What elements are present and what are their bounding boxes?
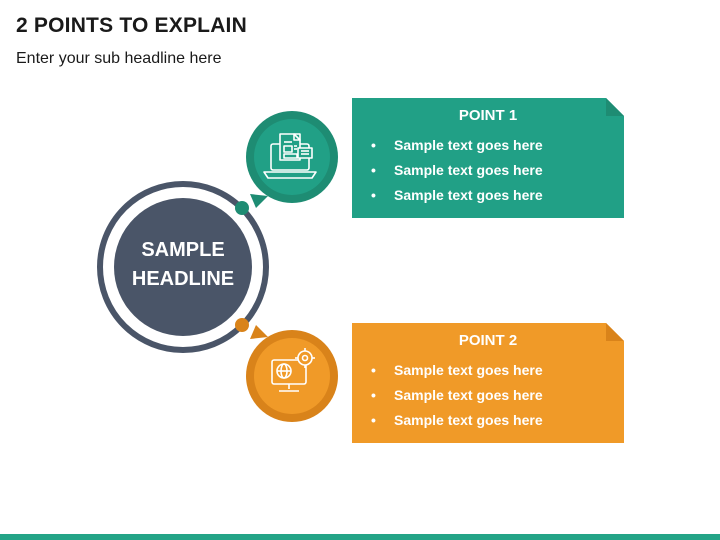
connector-dot-2	[235, 318, 249, 332]
point2-box-shape	[352, 323, 624, 443]
list-item-text: Sample text goes here	[394, 162, 543, 178]
point2-title: POINT 2	[458, 332, 518, 349]
point2-box: POINT 2 • Sample text goes here • Sample t…	[352, 323, 624, 443]
bottom-accent-bar	[0, 534, 720, 540]
bullet-icon: •	[371, 387, 376, 403]
bullet-icon: •	[371, 412, 376, 428]
point1-title: POINT 1	[458, 107, 518, 124]
point2-icon-bubble	[246, 325, 338, 422]
center-headline-line2: HEADLINE	[131, 268, 235, 290]
list-item-text: Sample text goes here	[394, 362, 543, 378]
list-item: • Sample text goes here	[369, 161, 543, 186]
list-item: • Sample text goes here	[369, 361, 543, 386]
bullet-icon: •	[371, 187, 376, 203]
center-headline: SAMPLE HEADLINE	[118, 236, 248, 294]
list-item-text: Sample text goes here	[394, 412, 543, 428]
connector-dot-1	[235, 201, 249, 215]
list-item-text: Sample text goes here	[394, 137, 543, 153]
point2-list: • Sample text goes here • Sample text goes…	[369, 361, 543, 436]
list-item: • Sample text goes here	[369, 136, 543, 161]
center-circle	[114, 198, 252, 336]
page-subtitle: Enter your sub headline here	[16, 50, 222, 67]
list-item-text: Sample text goes here	[394, 187, 543, 203]
bullet-icon: •	[371, 162, 376, 178]
center-headline-line1: SAMPLE	[141, 239, 225, 261]
monitor-globe-gear-icon	[271, 348, 315, 392]
page-title: 2 POINTS TO EXPLAIN	[16, 14, 247, 37]
point1-list: • Sample text goes here • Sample text goes…	[369, 136, 543, 211]
bullet-icon: •	[371, 137, 376, 153]
center-outer-ring	[97, 181, 269, 353]
list-item: • Sample text goes here	[369, 386, 543, 411]
point1-box: POINT 1 • Sample text goes here • Sample t…	[352, 98, 624, 218]
list-item: • Sample text goes here	[369, 186, 543, 211]
point1-box-shape	[352, 98, 624, 218]
laptop-document-icon	[263, 133, 317, 179]
list-item-text: Sample text goes here	[394, 387, 543, 403]
list-item: • Sample text goes here	[369, 411, 543, 436]
bullet-icon: •	[371, 362, 376, 378]
